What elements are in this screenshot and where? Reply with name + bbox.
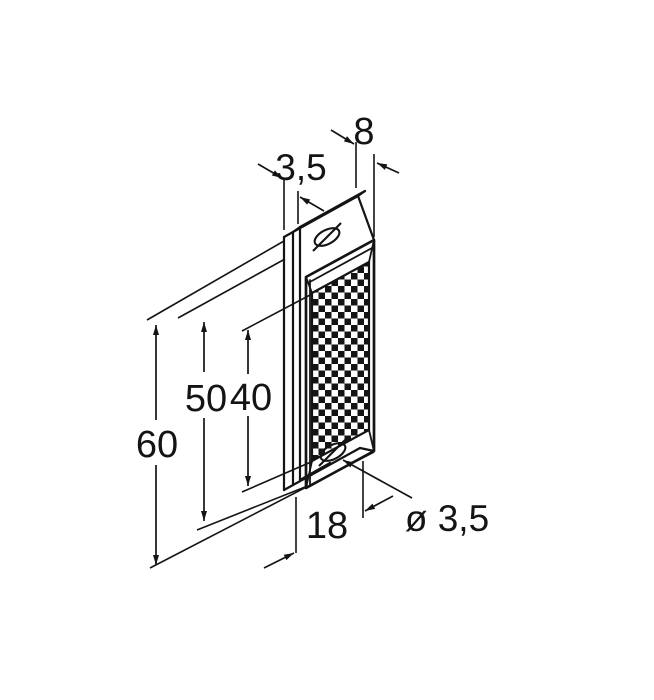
dim-label-18: 18 [306, 505, 348, 547]
dim-arrow [364, 495, 394, 512]
ext-line [149, 451, 375, 569]
plate-top-right-corner [356, 189, 367, 198]
mounting-hole-bottom [318, 437, 348, 467]
dimension-hole-diameter: ø 3,5 [342, 459, 489, 539]
dimension-housing-height: 50 [177, 258, 306, 531]
dimension-plate-width: 18 [263, 461, 394, 569]
dimension-total-depth: 8 [330, 111, 400, 237]
dimension-plate-height: 60 [136, 240, 375, 569]
ext-line [241, 461, 312, 493]
plate-to-frame-top-edge [356, 194, 376, 242]
dim-arrow [299, 196, 325, 212]
dim-arrow [376, 162, 400, 174]
dim-label-hole-diameter: ø 3,5 [405, 498, 489, 539]
ext-line [177, 258, 286, 319]
frame-top-accent-line [307, 247, 373, 284]
reflector-surface [310, 260, 371, 463]
frame-bevel-bottom-left [305, 460, 313, 489]
ext-line [146, 240, 285, 321]
frame-bevel-bottom-right [368, 429, 375, 452]
dim-label-40: 40 [230, 377, 272, 419]
ext-line [196, 486, 306, 531]
hole-bottom-slash [318, 437, 348, 467]
plate-to-frame-bottom-edge [358, 446, 376, 453]
dimension-reflector-height: 40 [230, 293, 313, 493]
leader-line [342, 459, 413, 499]
dim-label-60: 60 [136, 424, 178, 466]
reflector-frame [304, 238, 376, 490]
dim-label-thickness: 3,5 [275, 147, 326, 188]
ext-line [241, 293, 313, 332]
plate-top-back-edge [298, 189, 367, 229]
dim-arrow [330, 129, 355, 145]
plate-bottom-front-edge [282, 446, 362, 492]
hole-top-slash [312, 222, 342, 252]
hole-top-ellipse [313, 227, 341, 247]
frame-bevel-top-right [368, 239, 375, 263]
dim-label-depth: 8 [353, 111, 374, 153]
dimension-plate-thickness: 3,5 [257, 147, 327, 230]
mounting-hole-top [312, 222, 342, 252]
dim-arrow [263, 552, 295, 569]
dim-label-50: 50 [185, 378, 227, 420]
hole-bottom-ellipse [319, 442, 347, 462]
frame-bevel-top-left [305, 276, 313, 294]
dim-arrow [257, 163, 283, 179]
mounting-plate [282, 189, 376, 492]
